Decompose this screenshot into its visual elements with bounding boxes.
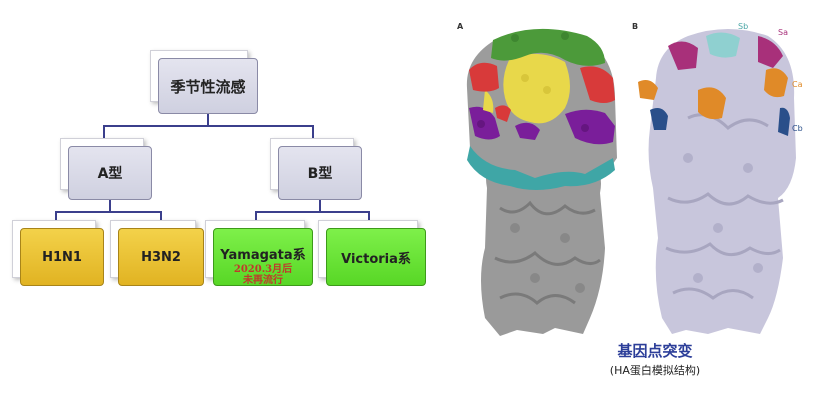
yamagata-label: Yamagata系	[220, 247, 306, 263]
root-node: 季节性流感	[158, 58, 258, 114]
caption-title: 基因点突变	[617, 342, 693, 360]
connector	[319, 200, 321, 212]
connector	[312, 125, 314, 147]
connector	[55, 211, 162, 213]
connector	[103, 125, 105, 147]
yamagata-note-line1: 2020.3月后	[233, 264, 293, 275]
site-label-sa: Sa	[778, 28, 788, 37]
connector	[109, 200, 111, 212]
panel-a: A	[455, 18, 625, 336]
yamagata-note: 2020.3月后 未再流行	[213, 264, 313, 286]
panel-a-letter: A	[457, 22, 464, 31]
connector	[255, 211, 370, 213]
connector	[103, 125, 314, 127]
yamagata-note-line2: 未再流行	[243, 275, 283, 286]
h3n2-node: H3N2	[118, 228, 204, 286]
h1n1-node: H1N1	[20, 228, 104, 286]
site-label-ca: Ca	[792, 80, 803, 89]
victoria-node: Victoria系	[326, 228, 426, 286]
panel-b: B Sb Sa Ca Cb	[628, 18, 810, 336]
panel-b-letter: B	[632, 22, 639, 31]
ha-structure-a-image	[466, 28, 617, 336]
type-a-node: A型	[68, 146, 152, 200]
yamagata-node: Yamagata系	[213, 228, 313, 286]
caption-subtitle: (HA蛋白模拟结构)	[609, 364, 701, 377]
ha-structure-b-image	[638, 29, 796, 334]
site-label-cb: Cb	[792, 124, 803, 133]
connector	[207, 114, 209, 126]
type-b-node: B型	[278, 146, 362, 200]
site-label-sb: Sb	[738, 22, 749, 31]
